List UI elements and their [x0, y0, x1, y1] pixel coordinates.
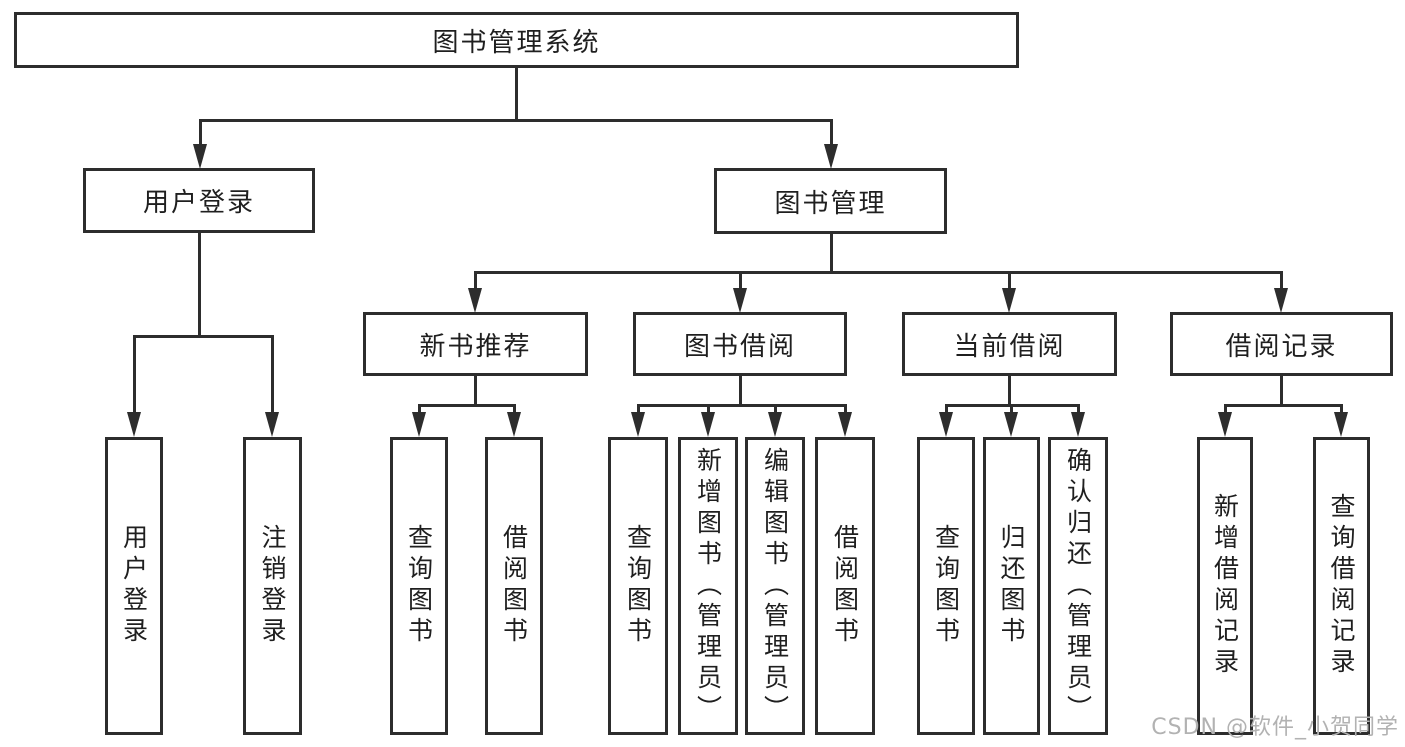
leaf-newbook-borrow-label: 借阅图书: [499, 524, 529, 648]
arrow-down-icon: [733, 288, 747, 313]
leaf-record-query-label: 查询借阅记录: [1327, 493, 1356, 679]
connector-currentborrow-stem: [1008, 376, 1011, 407]
arrow-down-icon: [1002, 288, 1016, 313]
leaf-newbook-query-label: 查询图书: [404, 524, 434, 648]
node-borrow-record: 借阅记录: [1170, 312, 1393, 376]
arrow-down-icon: [1071, 412, 1085, 437]
leaf-user-login-label: 用户登录: [119, 524, 149, 648]
leaf-current-query: 查询图书: [917, 437, 975, 735]
connector-leaf-stem: [1340, 404, 1343, 414]
connector-bookmgmt-stem: [830, 234, 833, 274]
leaf-borrow-query-label: 查询图书: [623, 524, 653, 648]
connector-leaf-stem: [513, 404, 516, 414]
connector-userlogin-bar: [133, 335, 274, 338]
leaf-current-confirm-admin: 确认归还（管理员）: [1048, 437, 1108, 735]
arrow-down-icon: [1218, 412, 1232, 437]
arrow-down-icon: [265, 412, 279, 437]
connector-bookmgmt-bar: [474, 271, 1282, 274]
connector-newbook-bar: [418, 404, 516, 407]
connector-leaf-stem: [707, 404, 710, 414]
leaf-borrow-add-admin-label: 新增图书（管理员）: [693, 446, 723, 726]
arrow-down-icon: [127, 412, 141, 437]
connector-leaf-stem: [1010, 404, 1013, 414]
node-book-borrow-label: 图书借阅: [683, 331, 796, 362]
arrow-down-icon: [1334, 412, 1348, 437]
node-book-management: 图书管理: [714, 168, 947, 234]
node-user-login-label: 用户登录: [142, 188, 255, 218]
leaf-logout-label: 注销登录: [258, 524, 287, 648]
arrow-down-icon: [507, 412, 521, 437]
node-current-borrow: 当前借阅: [902, 312, 1117, 376]
arrow-down-icon: [701, 412, 715, 437]
leaf-borrow-query: 查询图书: [608, 437, 668, 735]
leaf-current-confirm-admin-label: 确认归还（管理员）: [1063, 446, 1093, 726]
leaf-record-add-label: 新增借阅记录: [1210, 493, 1240, 679]
node-new-book-recommend-label: 新书推荐: [419, 331, 532, 362]
connector-borrowrecord-stem: [1280, 376, 1283, 407]
node-user-login: 用户登录: [83, 168, 315, 233]
arrow-down-icon: [631, 412, 645, 437]
connector-l3-stem: [1008, 271, 1011, 290]
connector-l3-stem: [474, 271, 477, 290]
connector-leaf-stem: [1224, 404, 1227, 414]
leaf-borrow-edit-admin: 编辑图书（管理员）: [745, 437, 805, 735]
node-root-label: 图书管理系统: [432, 27, 601, 58]
arrow-down-icon: [1004, 412, 1018, 437]
leaf-borrow-book-label: 借阅图书: [830, 524, 860, 648]
node-current-borrow-label: 当前借阅: [953, 331, 1066, 362]
connector-root-bar: [199, 119, 832, 122]
connector-leaf-stem: [774, 404, 777, 414]
arrow-down-icon: [838, 412, 852, 437]
arrow-down-icon: [824, 144, 838, 169]
leaf-current-return: 归还图书: [983, 437, 1040, 735]
arrow-down-icon: [939, 412, 953, 437]
node-new-book-recommend: 新书推荐: [363, 312, 588, 376]
connector-leaf-stem: [271, 335, 274, 414]
leaf-borrow-add-admin: 新增图书（管理员）: [678, 437, 738, 735]
connector-leaf-stem: [945, 404, 948, 414]
arrow-down-icon: [468, 288, 482, 313]
leaf-newbook-borrow: 借阅图书: [485, 437, 543, 735]
arrow-down-icon: [768, 412, 782, 437]
connector-newbook-stem: [474, 376, 477, 407]
connector-leaf-stem: [1077, 404, 1080, 414]
leaf-user-login: 用户登录: [105, 437, 163, 735]
connector-l2b-stem: [830, 119, 833, 147]
leaf-record-query: 查询借阅记录: [1313, 437, 1370, 735]
leaf-record-add: 新增借阅记录: [1197, 437, 1253, 735]
leaf-newbook-query: 查询图书: [390, 437, 448, 735]
connector-root-stem: [515, 68, 518, 122]
connector-leaf-stem: [133, 335, 136, 414]
leaf-borrow-book: 借阅图书: [815, 437, 875, 735]
connector-leaf-stem: [844, 404, 847, 414]
leaf-current-return-label: 归还图书: [997, 524, 1026, 648]
connector-bookborrow-stem: [739, 376, 742, 407]
leaf-current-query-label: 查询图书: [931, 524, 961, 648]
connector-bookborrow-bar: [637, 404, 847, 407]
node-book-management-label: 图书管理: [774, 188, 887, 219]
arrow-down-icon: [193, 144, 207, 169]
leaf-logout: 注销登录: [243, 437, 302, 735]
connector-l2a-stem: [199, 119, 202, 147]
connector-l3-stem: [1280, 271, 1283, 290]
connector-userlogin-stem: [198, 233, 201, 338]
connector-leaf-stem: [418, 404, 421, 414]
node-book-borrow: 图书借阅: [633, 312, 847, 376]
node-borrow-record-label: 借阅记录: [1225, 331, 1338, 362]
leaf-borrow-edit-admin-label: 编辑图书（管理员）: [760, 446, 790, 726]
connector-leaf-stem: [637, 404, 640, 414]
arrow-down-icon: [412, 412, 426, 437]
arrow-down-icon: [1274, 288, 1288, 313]
node-root: 图书管理系统: [14, 12, 1019, 68]
connector-borrowrecord-bar: [1224, 404, 1343, 407]
csdn-watermark: CSDN @软件_小贺同学: [1151, 715, 1399, 740]
connector-l3-stem: [739, 271, 742, 290]
